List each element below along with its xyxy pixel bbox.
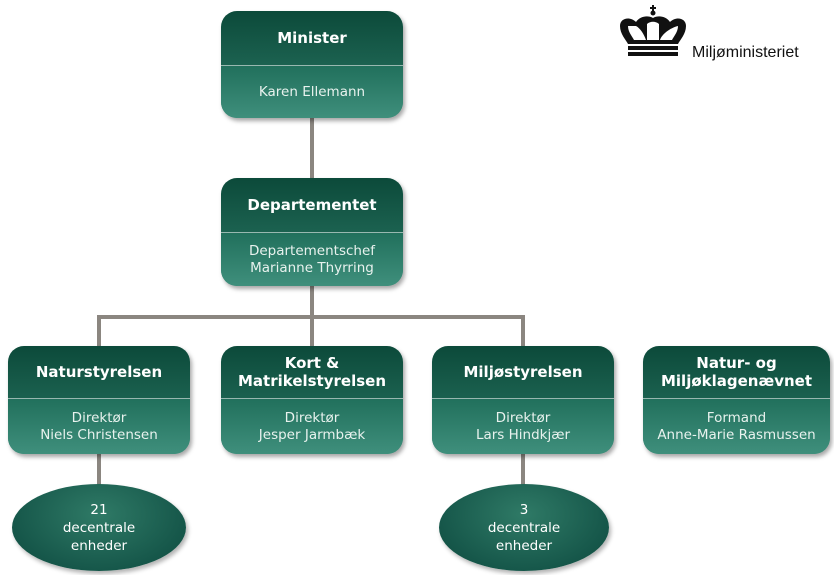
departementet-title: Departementet xyxy=(221,178,403,233)
klagenaevnet-role: Formand xyxy=(706,409,767,426)
klagenaevnet-name: Anne-Marie Rasmussen xyxy=(657,426,816,443)
minister-title: Minister xyxy=(221,11,403,66)
departementet-box: Departementet Departementschef Marianne … xyxy=(221,178,403,286)
miljostyrelsen-title: Miljøstyrelsen xyxy=(432,346,614,399)
miljostyrelsen-units-oval: 3 decentrale enheder xyxy=(439,484,609,571)
miljostyrelsen-name: Lars Hindkjær xyxy=(475,426,571,443)
miljo-units-label-2: enheder xyxy=(495,537,553,554)
departementet-role: Departementschef xyxy=(248,242,376,259)
kort-name: Jesper Jarmbæk xyxy=(258,426,366,443)
ministry-name: Miljøministeriet xyxy=(692,44,799,61)
miljostyrelsen-body: Direktør Lars Hindkjær xyxy=(432,399,614,454)
departementet-body: Departementschef Marianne Thyrring xyxy=(221,233,403,286)
klagenaevnet-title-line-1: Natur- og xyxy=(696,354,777,372)
minister-name: Karen Ellemann xyxy=(258,83,366,100)
kort-title-line-2: Matrikelstyrelsen xyxy=(237,372,386,390)
natur-units-label-2: enheder xyxy=(70,537,128,554)
kort-matrikelstyrelsen-box: Kort & Matrikelstyrelsen Direktør Jesper… xyxy=(221,346,403,454)
naturstyrelsen-title: Naturstyrelsen xyxy=(8,346,190,399)
klagenaevnet-box: Natur- og Miljøklagenævnet Formand Anne-… xyxy=(643,346,830,454)
minister-box: Minister Karen Ellemann xyxy=(221,11,403,118)
miljo-units-count: 3 xyxy=(519,501,529,518)
naturstyrelsen-box: Naturstyrelsen Direktør Niels Christense… xyxy=(8,346,190,454)
naturstyrelsen-units-oval: 21 decentrale enheder xyxy=(12,484,186,571)
kort-title: Kort & Matrikelstyrelsen xyxy=(221,346,403,399)
klagenaevnet-title: Natur- og Miljøklagenævnet xyxy=(643,346,830,399)
naturstyrelsen-name: Niels Christensen xyxy=(40,426,158,443)
miljo-units-label-1: decentrale xyxy=(487,519,561,536)
klagenaevnet-title-line-2: Miljøklagenævnet xyxy=(660,372,812,390)
crown-icon xyxy=(620,5,686,56)
kort-title-line-1: Kort & xyxy=(284,354,340,372)
miljostyrelsen-role: Direktør xyxy=(495,409,551,426)
naturstyrelsen-body: Direktør Niels Christensen xyxy=(8,399,190,454)
natur-units-count: 21 xyxy=(90,501,108,518)
minister-body: Karen Ellemann xyxy=(221,66,403,118)
naturstyrelsen-role: Direktør xyxy=(71,409,127,426)
natur-units-label-1: decentrale xyxy=(62,519,136,536)
klagenaevnet-body: Formand Anne-Marie Rasmussen xyxy=(643,399,830,454)
kort-role: Direktør xyxy=(284,409,340,426)
miljostyrelsen-box: Miljøstyrelsen Direktør Lars Hindkjær xyxy=(432,346,614,454)
kort-body: Direktør Jesper Jarmbæk xyxy=(221,399,403,454)
departementet-name: Marianne Thyrring xyxy=(250,259,374,276)
